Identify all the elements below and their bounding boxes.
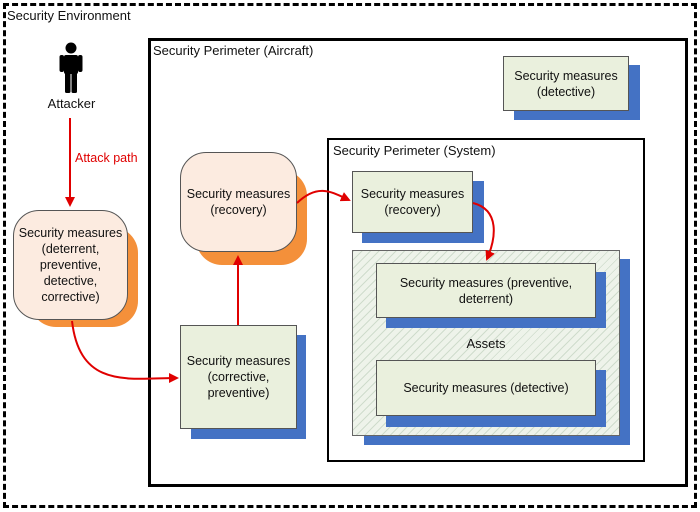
security-environment-label: Security Environment [7, 8, 131, 23]
assets-detective-text: Security measures (detective) [403, 381, 569, 395]
outer-measures-box: Security measures (deterrent, preventive… [13, 210, 128, 320]
person-icon [58, 42, 84, 94]
aircraft-detective-text: Security measures (detective) [514, 68, 618, 99]
assets-detective-box: Security measures (detective) [376, 360, 596, 416]
aircraft-corrective-text: Security measures (corrective, preventiv… [186, 354, 291, 400]
system-perimeter [327, 138, 645, 462]
arrow-recovery-to-system-recovery [296, 189, 351, 204]
aircraft-recovery-text: Security measures (recovery) [186, 187, 291, 217]
aircraft-corrective-box: Security measures (corrective, preventiv… [180, 325, 297, 429]
arrow-system-recovery-to-preventive [472, 202, 495, 261]
aircraft-perimeter [148, 38, 688, 487]
security-environment [3, 3, 697, 508]
assets-preventive-text: Security measures (preventive, deterrent… [399, 275, 573, 306]
attack-path-label: Attack path [75, 151, 138, 165]
arrow-outer-to-corrective [71, 320, 179, 384]
aircraft-detective-box: Security measures (detective) [503, 56, 629, 111]
outer-measures-text: Security measures (deterrent, preventive… [18, 226, 123, 304]
system-recovery-box: Security measures (recovery) [352, 171, 473, 233]
assets-preventive-box: Security measures (preventive, deterrent… [376, 263, 596, 318]
aircraft-recovery-box: Security measures (recovery) [180, 152, 297, 252]
assets-label: Assets [466, 336, 506, 351]
attacker-label: Attacker [47, 96, 96, 111]
system-perimeter-label: Security Perimeter (System) [333, 143, 496, 158]
system-recovery-text: Security measures (recovery) [360, 187, 465, 217]
aircraft-perimeter-label: Security Perimeter (Aircraft) [153, 43, 314, 58]
